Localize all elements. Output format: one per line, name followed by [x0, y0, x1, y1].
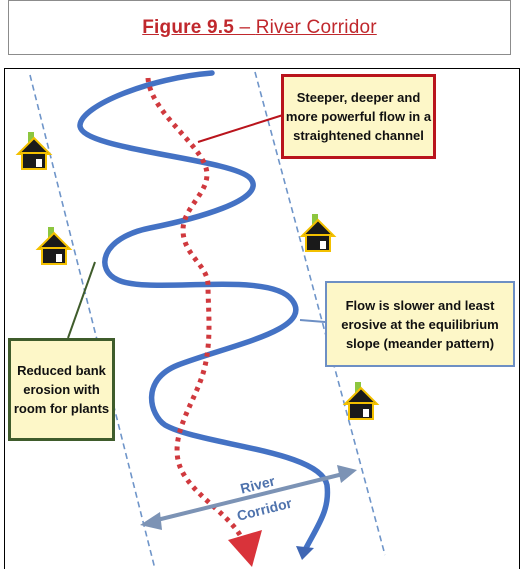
callout-reduced-erosion-text: Reduced bank erosion with room for plant…: [13, 363, 110, 416]
figure-title-box: Figure 9.5 – River Corridor: [8, 0, 511, 55]
house-icon: [35, 227, 73, 265]
corridor-boundary-right: [254, 71, 386, 556]
house-icon: [299, 214, 337, 252]
corridor-arrowhead-right: [337, 465, 357, 483]
callout-straightened-text: Steeper, deeper and more powerful flow i…: [285, 90, 432, 143]
corridor-boundary-left-outer: [29, 74, 156, 569]
corridor-arrowhead-left: [140, 512, 162, 530]
callout-meander-text: Flow is slower and least erosive at the …: [341, 297, 499, 351]
callout-meander-flow: Flow is slower and least erosive at the …: [325, 281, 515, 367]
figure-number: Figure 9.5: [142, 16, 234, 38]
house-icon: [15, 132, 53, 170]
straightened-arrowhead: [228, 530, 262, 567]
straightened-channel: [145, 77, 243, 537]
callout-straightened-flow: Steeper, deeper and more powerful flow i…: [281, 74, 436, 159]
corridor-width-arrow: [152, 472, 344, 523]
leader-straightened: [197, 114, 284, 143]
figure-title: Figure 9.5 – River Corridor: [142, 17, 377, 39]
figure-title-separator: –: [233, 16, 256, 38]
house-icon: [342, 382, 380, 420]
leader-reduced-erosion: [67, 261, 96, 339]
callout-reduced-erosion: Reduced bank erosion with room for plant…: [8, 338, 115, 441]
figure-name: River Corridor: [255, 16, 377, 38]
meander-channel: [77, 70, 331, 553]
leader-meander: [299, 319, 326, 323]
meander-arrowhead: [296, 546, 314, 560]
